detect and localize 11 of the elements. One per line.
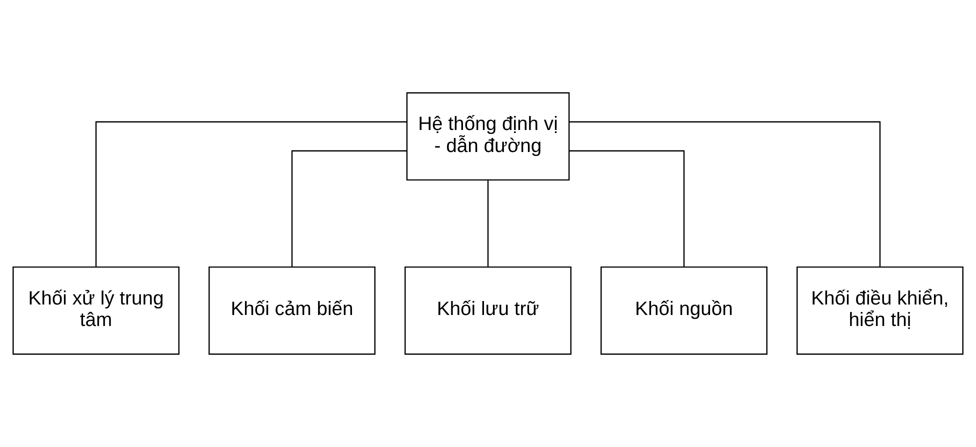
node-box: Khối lưu trữ: [404, 266, 572, 355]
connector: [95, 121, 407, 267]
node-box: Khối xử lý trung tâm: [12, 266, 180, 355]
node-box: Khối cảm biến: [208, 266, 376, 355]
node-box: Khối điều khiển, hiển thị: [796, 266, 964, 355]
connector: [569, 150, 685, 267]
node-box: Hệ thống định vị - dẫn đường: [406, 92, 570, 181]
connector: [487, 180, 489, 267]
connector: [569, 121, 881, 267]
connector: [291, 150, 407, 267]
node-box: Khối nguồn: [600, 266, 768, 355]
